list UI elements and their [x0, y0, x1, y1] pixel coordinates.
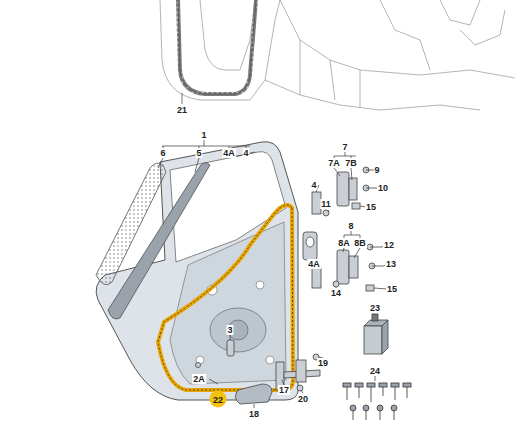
callout-number: 7 — [341, 142, 348, 152]
callout-number: 11 — [320, 199, 332, 209]
callout-number: 7B — [344, 158, 358, 168]
callout-number: 8B — [353, 238, 367, 248]
callout-number: 22 — [213, 394, 223, 404]
callout-number: 5 — [195, 148, 202, 158]
callout-number: 1 — [200, 130, 207, 140]
highlighted-callout: 22 — [210, 391, 227, 408]
callout-number: 4 — [310, 180, 317, 190]
callout-number: 20 — [297, 394, 309, 404]
callout-number: 23 — [369, 303, 381, 313]
callout-number: 12 — [383, 240, 395, 250]
callout-number: 21 — [176, 105, 188, 115]
callout-number: 17 — [278, 385, 290, 395]
callout-number: 15 — [365, 202, 377, 212]
callout-number: 4 — [242, 148, 249, 158]
callout-number: 10 — [377, 183, 389, 193]
callout-number: 6 — [159, 148, 166, 158]
callout-number: 9 — [373, 165, 380, 175]
callout-number: 18 — [248, 409, 260, 419]
callout-number: 8A — [337, 238, 351, 248]
callout-number: 13 — [385, 259, 397, 269]
callout-number: 7A — [327, 158, 341, 168]
callout-number: 24 — [369, 366, 381, 376]
callout-number: 8 — [347, 221, 354, 231]
callout-number: 14 — [330, 288, 342, 298]
callout-number: 4A — [222, 148, 236, 158]
callout-number: 15 — [386, 284, 398, 294]
callout-number: 4A — [307, 259, 321, 269]
callout-number: 2A — [192, 374, 206, 384]
callout-number: 3 — [226, 325, 233, 335]
callout-number: 19 — [317, 358, 329, 368]
